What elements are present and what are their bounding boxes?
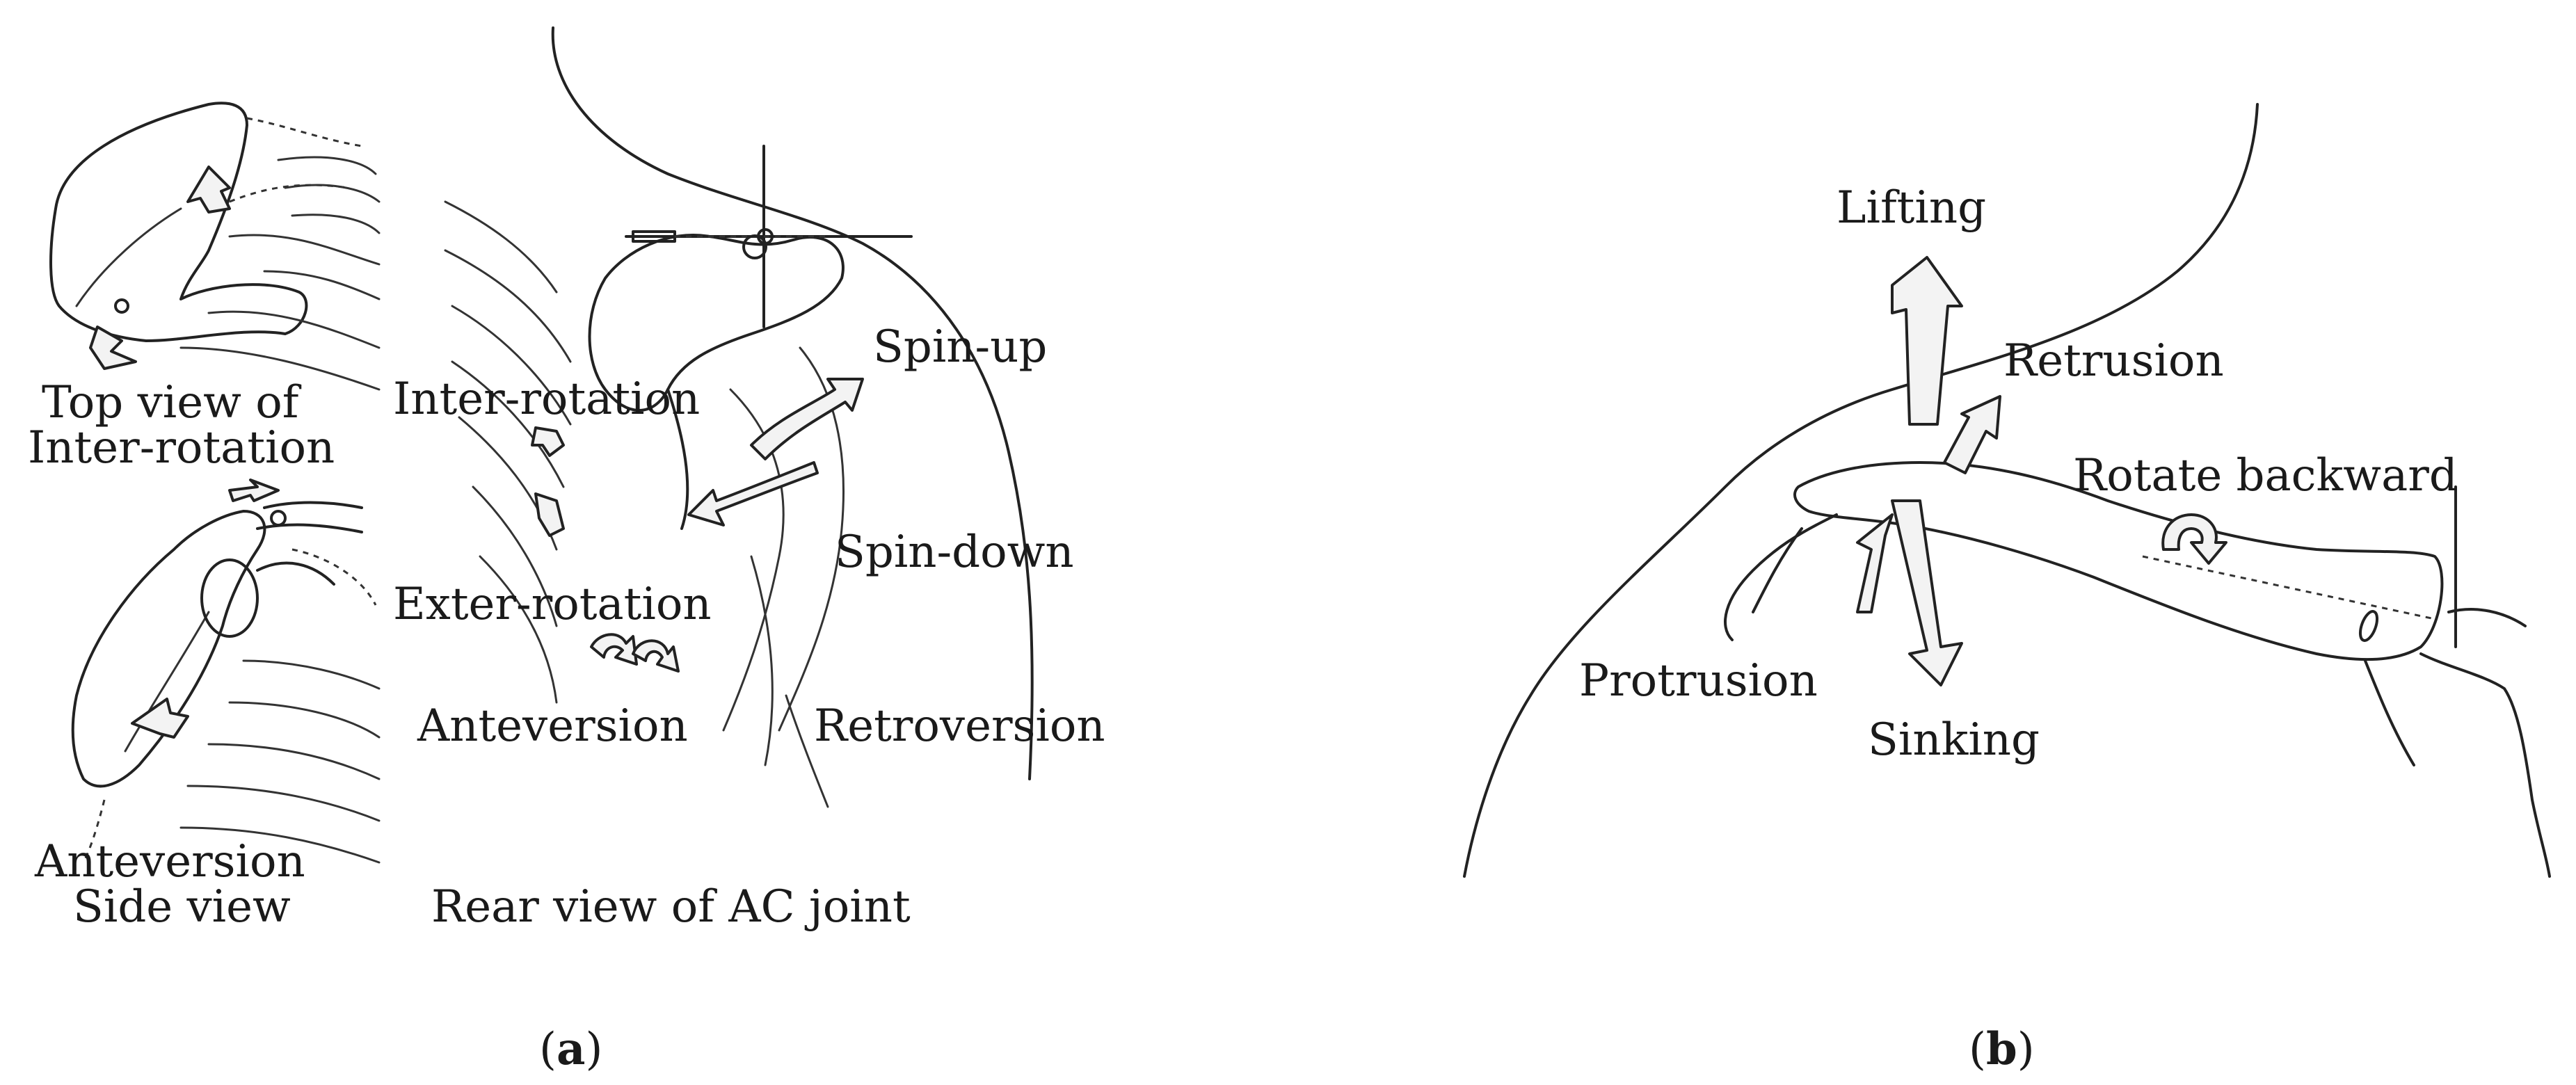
panel-a-caption-letter: a <box>557 1023 585 1075</box>
panel-b: Lifting Retrusion Rotate backward Protru… <box>1463 103 2551 1075</box>
panel-a: Top view of Inter-rotation Inter-rotatio… <box>28 26 1105 1075</box>
protrusion-label: Protrusion <box>1579 655 1818 707</box>
panel-a-caption-open: ( <box>539 1024 557 1075</box>
rear-view-label: Rear view of AC joint <box>431 881 911 933</box>
rotate-backward-arrow <box>2161 513 2227 565</box>
sinking-arrow <box>1891 499 1963 686</box>
retrusion-arrow <box>1943 395 2001 474</box>
top-view-label-line2: Inter-rotation <box>28 422 335 474</box>
exter-rotation-label: Exter-rotation <box>393 579 712 630</box>
inter-rotation-label: Inter-rotation <box>393 373 700 425</box>
rear-view-ac-joint-sketch <box>444 26 1034 808</box>
lifting-label: Lifting <box>1837 182 1986 234</box>
top-view-scapula-sketch <box>49 102 381 391</box>
retrusion-label: Retrusion <box>2003 335 2224 387</box>
retroversion-label: Retroversion <box>814 700 1105 752</box>
panel-b-caption-close: ) <box>2017 1024 2035 1075</box>
shoulder-clavicle-sketch <box>1463 103 2551 878</box>
spin-up-label: Spin-up <box>873 321 1047 373</box>
side-view-scapula-sketch <box>71 479 381 864</box>
panel-b-caption-open: ( <box>1969 1024 1986 1075</box>
sinking-label: Sinking <box>1868 714 2040 766</box>
panel-b-caption-letter: b <box>1986 1023 2017 1075</box>
top-view-label-line1: Top view of <box>42 377 302 428</box>
panel-a-caption: (a) <box>539 1023 602 1075</box>
spin-down-label: Spin-down <box>835 527 1074 578</box>
lifting-arrow <box>1891 256 1963 426</box>
side-view-label-line1: Anteversion <box>34 836 305 887</box>
side-view-label-line2: Side view <box>73 881 291 933</box>
panel-b-caption: (b) <box>1969 1023 2035 1075</box>
protrusion-arrow <box>1856 513 1894 613</box>
panel-a-caption-close: ) <box>585 1024 602 1075</box>
anteversion-label: Anteversion <box>417 700 688 752</box>
rotate-backward-label: Rotate backward <box>2073 450 2458 501</box>
